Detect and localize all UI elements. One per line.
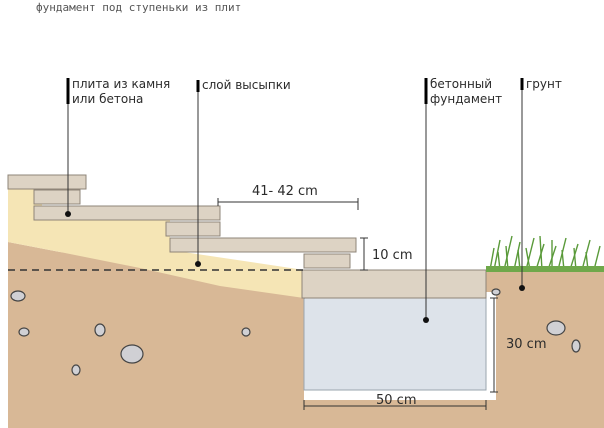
slab-top bbox=[7, 174, 87, 190]
pebble bbox=[10, 290, 26, 302]
foundation-width-value: 50 cm bbox=[376, 393, 417, 408]
leader-lines bbox=[67, 78, 523, 320]
pebble bbox=[94, 323, 106, 337]
leader-dots bbox=[65, 211, 525, 323]
foundation-depth-value: 30 cm bbox=[506, 337, 547, 352]
foundation-cap-slab bbox=[301, 269, 487, 299]
grass-base bbox=[486, 266, 604, 272]
pebble bbox=[491, 288, 501, 296]
slab-low bbox=[303, 253, 351, 269]
soil-area bbox=[8, 270, 604, 428]
step-depth-value: 41- 42 cm bbox=[252, 184, 318, 199]
pebble bbox=[120, 344, 144, 364]
slab-mid-support bbox=[169, 237, 357, 253]
step-height-value: 10 cm bbox=[372, 248, 413, 263]
pebble bbox=[71, 364, 81, 376]
concrete-label-line2: фундамент bbox=[430, 92, 502, 106]
pebble bbox=[18, 327, 30, 337]
slab-mid bbox=[165, 221, 221, 237]
grass-tuft bbox=[489, 235, 601, 271]
leader-markers bbox=[66, 78, 524, 104]
dim-foundation-width bbox=[303, 400, 487, 410]
slab-top-support-2 bbox=[33, 205, 221, 221]
pebble bbox=[571, 339, 581, 353]
pebbles bbox=[10, 288, 581, 376]
slab-label-line2: или бетона bbox=[72, 92, 143, 106]
dim-foundation-depth bbox=[490, 297, 498, 393]
dim-step-depth bbox=[217, 198, 359, 210]
pebble bbox=[546, 320, 566, 336]
dim-step-height bbox=[360, 237, 368, 271]
slab-top-support-1 bbox=[33, 189, 81, 205]
concrete-label-line1: бетонный bbox=[430, 77, 492, 91]
slab-label-line1: плита из камня bbox=[72, 77, 170, 91]
concrete-foundation bbox=[303, 297, 487, 391]
fill-layer-label: слой высыпки bbox=[202, 78, 291, 92]
diagram-title: фундамент под ступеньки из плит bbox=[36, 1, 241, 14]
pebble bbox=[241, 327, 251, 337]
soil-top-band bbox=[8, 242, 300, 270]
step-slabs bbox=[7, 174, 357, 269]
ground-label: грунт bbox=[526, 77, 562, 91]
sand-fill-layer bbox=[8, 178, 304, 298]
